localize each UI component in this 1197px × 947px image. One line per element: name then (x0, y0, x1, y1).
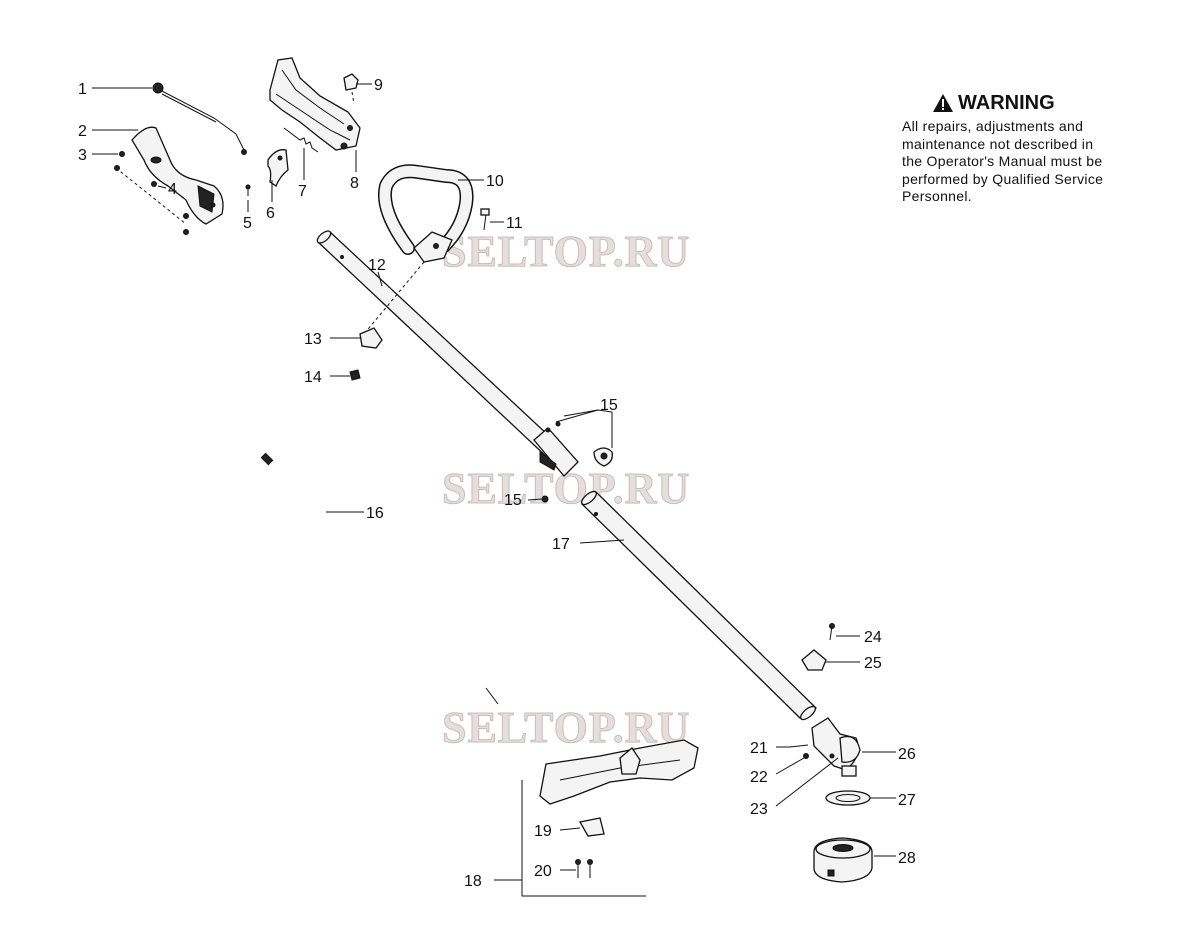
part-8-handle-frame (269, 57, 361, 151)
part-26-gearbox-head (811, 717, 861, 777)
part-28-trimmer-head (813, 837, 873, 883)
part-10-loop-handle (378, 164, 474, 263)
callout-12: 12 (368, 257, 386, 274)
part-15-shaft-coupler (533, 421, 613, 503)
part-5-pin (245, 184, 251, 196)
callout-11: 11 (506, 215, 523, 232)
callout-10: 10 (486, 173, 504, 190)
part-20-screws (575, 859, 593, 878)
callout-8: 8 (350, 175, 359, 192)
part-19-line-cutter-blade (578, 817, 605, 837)
part-14-knob (349, 369, 361, 381)
callout-17: 17 (552, 536, 570, 553)
warning-notice: WARNING All repairs, adjustments and mai… (902, 92, 1162, 206)
callout-leader-lines (92, 83, 896, 881)
callout-1: 1 (78, 81, 87, 98)
callout-14: 14 (304, 369, 322, 386)
part-3-screw (119, 151, 125, 157)
watermark-top: SELTOP.RU (442, 227, 690, 276)
warning-triangle-icon (933, 94, 953, 112)
callout-2: 2 (78, 123, 87, 140)
part-9-stop-switch (343, 73, 359, 105)
callout-20: 20 (534, 863, 552, 880)
callout-26: 26 (898, 746, 916, 763)
callout-16: 16 (366, 505, 384, 522)
callout-4: 4 (168, 181, 177, 198)
callout-24: 24 (864, 629, 882, 646)
warning-body: All repairs, adjustments and maintenance… (902, 118, 1104, 204)
callout-13: 13 (304, 331, 322, 348)
part-25-gearbox-clamp (801, 649, 827, 671)
assembly-dashed-line (115, 167, 187, 225)
part-17-lower-shaft-tube (580, 490, 818, 721)
part-2-handle-housing (131, 126, 224, 225)
part-7-spring (283, 127, 319, 153)
callout-15-upper: 15 (600, 397, 618, 414)
part-24-bolt (829, 623, 835, 641)
part-27-washer (825, 790, 871, 806)
callout-18: 18 (464, 873, 482, 890)
callout-23: 23 (750, 801, 768, 818)
part-16-drive-shaft (260, 452, 499, 705)
callout-22: 22 (750, 769, 768, 786)
callout-21: 21 (750, 740, 768, 757)
callout-numbers: 1 2 3 4 5 6 7 8 9 10 11 12 13 14 15 15 1… (78, 77, 916, 890)
warning-title: WARNING (958, 92, 1055, 114)
callout-27: 27 (898, 792, 916, 809)
watermark-bottom: SELTOP.RU (442, 703, 690, 752)
part-4-nut (151, 181, 157, 187)
callout-9: 9 (374, 77, 383, 94)
callout-15-lower: 15 (504, 492, 522, 509)
part-18-guard-assembly (521, 739, 699, 897)
callout-25: 25 (864, 655, 882, 672)
part-13-handle-clamp (359, 327, 383, 349)
part-22-nut (803, 753, 809, 759)
part-1-throttle-cable (152, 82, 247, 155)
callout-19: 19 (534, 823, 552, 840)
part-11-bolt (480, 208, 490, 231)
warning-heading: WARNING (902, 92, 1162, 114)
callout-3: 3 (78, 147, 87, 164)
callout-5: 5 (243, 215, 252, 232)
part-6-throttle-trigger (267, 149, 289, 187)
callout-28: 28 (898, 850, 916, 867)
part-21-screw (789, 744, 809, 748)
callout-6: 6 (266, 205, 275, 222)
callout-7: 7 (298, 183, 307, 200)
